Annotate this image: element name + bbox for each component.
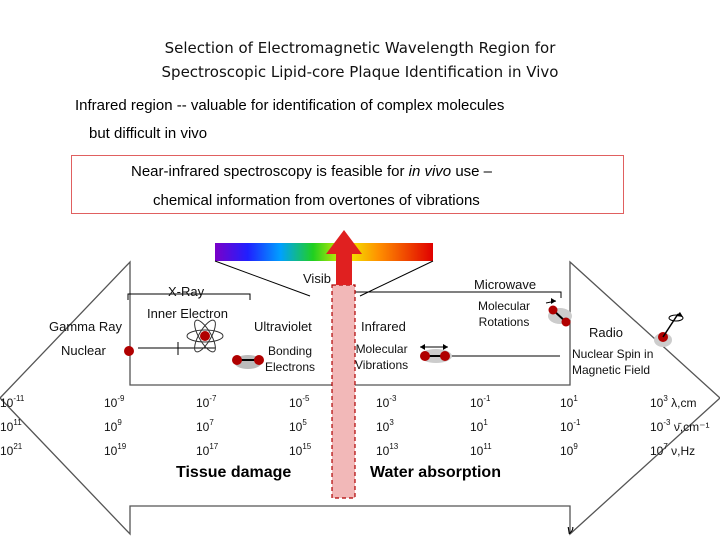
label-xray: X-Ray [168,284,205,299]
scale-value: 10-3 ν̄,cm⁻¹ [650,418,710,434]
label-nuclear: Nuclear [61,343,106,358]
scale-value: 10-9 [104,394,125,410]
infrared-note-line2: but difficult in vivo [89,125,208,142]
scale-value: 105 [289,418,307,434]
scale-value: 101 [470,418,488,434]
label-gamma-ray: Gamma Ray [49,319,122,334]
scale-value: 101 [560,394,578,410]
label-infrared: Infrared [361,319,406,334]
nu-symbol: ν [567,522,574,537]
scale-value: 10-7 [196,394,217,410]
scale-value: 1017 [196,442,219,458]
scale-unit: ν,Hz [667,444,696,458]
nucleus-dot-icon [124,346,134,356]
tissue-damage-label: Tissue damage [176,464,292,481]
scale-value: 1021 [0,442,23,458]
label-ultraviolet: Ultraviolet [254,319,312,334]
molecule-rotation-icon [545,298,572,327]
band-xray [127,293,251,300]
spectrum-arrow-outline [0,260,720,536]
label-inner-electron: Inner Electron [147,306,228,321]
nuclear-spin-icon [654,312,684,347]
nir-band [331,284,356,499]
nir-callout-line1: Near-infrared spectroscopy is feasible f… [131,163,493,180]
atom-icon [186,319,224,353]
scale-value: 107 [196,418,214,434]
scale-value: 10-5 [289,394,310,410]
nir-red-arrow [326,230,362,285]
scale-value: 1011 [470,442,492,458]
nir-callout-box [71,155,624,214]
infrared-note-line1: Infrared region -- valuable for identifi… [75,97,505,114]
scale-value: 1015 [289,442,312,458]
scale-value: 103 λ,cm [650,394,697,410]
scale-value: 1019 [104,442,127,458]
scale-value: 1013 [376,442,399,458]
nir-callout-line2: chemical information from overtones of v… [153,192,480,209]
scale-value: 1011 [0,418,22,434]
scale-value: 10-1 [560,418,581,434]
molecule-vibration-icon [420,344,452,363]
scale-value: 10-1 [470,394,491,410]
scale-value: 103 [376,418,394,434]
label-microwave: Microwave [474,277,537,292]
scale-unit: λ,cm [667,396,697,410]
label-visible: Visib [303,271,331,286]
visible-rainbow-bar [215,243,433,261]
scale-value: 109 [104,418,122,434]
water-absorption-label: Water absorption [370,464,501,481]
page-title: Selection of Electromagnetic Wavelength … [161,39,559,81]
scale-value: 10-3 [376,394,397,410]
scale-value: 10-11 [0,394,25,410]
molecule-bond-icon [232,355,264,369]
scale-value: 107 ν,Hz [650,442,696,458]
scale-value: 109 [560,442,578,458]
scale-unit: ν̄,cm⁻¹ [670,420,710,434]
label-radio: Radio [589,325,623,340]
